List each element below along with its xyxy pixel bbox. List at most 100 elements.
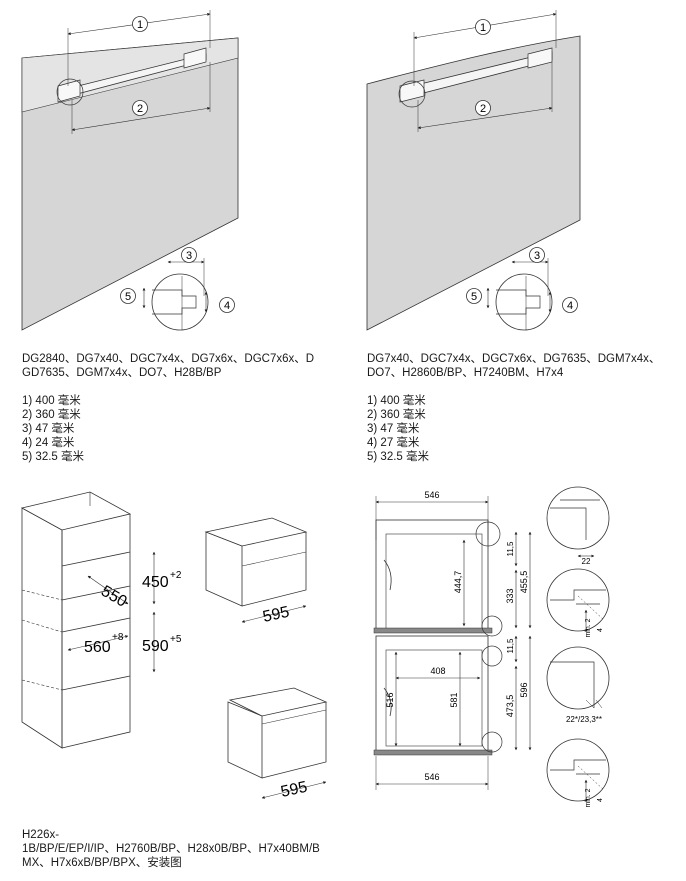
callout-1-circle — [475, 19, 491, 35]
top-left-models-line-2: GD7635、DGM7x4x、DO7、H28B/BP — [22, 367, 222, 379]
callout-5: 5 — [471, 291, 477, 303]
detail-magnifier — [495, 273, 553, 331]
label-455: 455,5 — [519, 571, 529, 594]
top-right-dim-5: 5) 32.5 毫米 — [367, 451, 429, 463]
callout-1: 1 — [480, 22, 486, 34]
label-560-tol: +8 — [112, 632, 124, 643]
label-detail-angles: 22*/23,3** — [566, 715, 602, 724]
callout-3-circle — [181, 247, 197, 263]
dim-line-2 — [417, 106, 553, 130]
callout-3-circle — [529, 247, 545, 263]
label-596: 596 — [519, 682, 529, 697]
detail-view-3: 22*/23,3** — [546, 646, 610, 724]
top-left-dim-4: 4) 24 毫米 — [22, 437, 75, 449]
dim-line-2 — [71, 106, 211, 132]
appliance-1-side — [241, 532, 307, 607]
label-detail-min2-b: min. 2 — [585, 788, 592, 807]
lower-cable — [383, 687, 392, 717]
top-right-dim-2: 2) 360 毫米 — [367, 409, 426, 421]
dim-appliance-2 — [261, 781, 327, 799]
detail-ref-4 — [481, 731, 503, 753]
callout-5: 5 — [125, 291, 131, 303]
appliance-1-panel-line — [241, 551, 307, 567]
top-right-models-line-2: DO7、H2860B/BP、H7240BM、H7x4 — [367, 367, 564, 379]
callout-3: 3 — [186, 250, 192, 262]
callout-2: 2 — [480, 103, 486, 115]
bottom-left-models-line-2: 1B/BP/E/EP/I/IP、H2760B/BP、H28x0B/BP、H7x4… — [22, 843, 320, 855]
upper-cable — [383, 559, 392, 591]
shelf-3 — [61, 617, 131, 633]
dim-560 — [67, 635, 129, 651]
label-546-top: 546 — [424, 490, 439, 500]
callout-1: 1 — [137, 19, 143, 31]
label-408: 408 — [430, 666, 445, 676]
label-11-5-upper: 11,5 — [506, 541, 515, 557]
callout-5-circle — [466, 288, 482, 304]
bottom-left-panel: 450 +2 590 +5 550 560 +8 595 595 — [20, 491, 328, 801]
callout-2-circle — [132, 100, 148, 116]
handle-bracket-right — [183, 47, 207, 69]
shelf-lower — [373, 749, 493, 756]
detail-ref-3 — [481, 645, 503, 667]
top-left-models-line-1: DG2840、DG7x40、DGC7x4x、DG7x6x、DGC7x6x、D — [22, 353, 315, 365]
top-right-models-line-1: DG7x40、DGC7x4x、DGC7x6x、DG7635、DGM7x4x、 — [367, 353, 661, 365]
label-detail-22: 22 — [582, 557, 591, 566]
detail-circle-left — [398, 80, 426, 108]
lower-appliance — [385, 649, 483, 747]
detail-magnifier — [151, 273, 209, 331]
dim-550 — [87, 575, 129, 605]
callout-4: 4 — [567, 300, 573, 312]
top-right-dim-1: 1) 400 毫米 — [367, 395, 426, 407]
label-appliance-1-width: 595 — [261, 604, 291, 626]
top-right-dim-3: 3) 47 毫米 — [367, 423, 420, 435]
label-appliance-2-width: 595 — [279, 779, 309, 801]
dim-appliance-1 — [241, 605, 307, 623]
upper-cabinet — [375, 519, 489, 633]
detail-circle-left — [56, 78, 84, 106]
callout-5-circle — [120, 288, 136, 304]
callout-3: 3 — [534, 250, 540, 262]
upper-appliance — [385, 533, 483, 631]
top-left-dim-1: 1) 400 毫米 — [22, 395, 81, 407]
label-450-tol: +2 — [170, 570, 182, 581]
label-546-bottom: 546 — [424, 772, 439, 782]
top-left-dim-2: 2) 360 毫米 — [22, 409, 81, 421]
label-473: 473,5 — [505, 695, 515, 718]
label-516: 516 — [385, 692, 395, 707]
detail-view-1: 22 — [546, 486, 610, 566]
cabinet-side — [21, 507, 63, 749]
label-11-5-lower: 11,5 — [506, 638, 515, 654]
label-590: 590 — [142, 638, 169, 655]
cabinet-right — [61, 514, 131, 749]
callout-4-circle — [219, 297, 235, 313]
label-detail-min2-a: min. 2 — [585, 618, 592, 637]
bottom-left-models-line-3: MX、H7x6xB/BP/BPX、安装图 — [22, 857, 182, 869]
callout-2: 2 — [137, 103, 143, 115]
shelf-4 — [61, 675, 131, 691]
label-444: 444,7 — [453, 571, 463, 594]
appliance-2-side — [261, 702, 327, 779]
top-left-dim-3: 3) 47 毫米 — [22, 423, 75, 435]
handle-bracket-left — [399, 79, 425, 103]
detail-view-4: min. 2 4 — [546, 738, 610, 808]
detail-ref-1 — [475, 521, 501, 547]
appliance-2-panel-line — [261, 709, 327, 725]
top-right-panel: 1 2 3 4 5 — [366, 10, 581, 331]
label-581: 581 — [449, 692, 459, 707]
top-left-panel: 1 2 3 4 5 — [21, 10, 239, 331]
label-590-tol: +5 — [170, 634, 182, 645]
callout-4: 4 — [224, 300, 230, 312]
callout-4-circle — [562, 297, 578, 313]
label-333: 333 — [505, 588, 515, 603]
label-450: 450 — [142, 574, 169, 591]
callout-1-circle — [132, 16, 148, 32]
top-right-dim-4: 4) 27 毫米 — [367, 437, 420, 449]
label-560: 560 — [84, 639, 111, 656]
callout-2-circle — [475, 100, 491, 116]
top-left-dim-5: 5) 32.5 毫米 — [22, 451, 84, 463]
bottom-left-models-line-1: H226x- — [22, 829, 60, 841]
shelf-dashes — [21, 589, 63, 691]
detail-view-2: min. 2 4 — [546, 568, 610, 638]
shelf-upper — [373, 627, 493, 634]
